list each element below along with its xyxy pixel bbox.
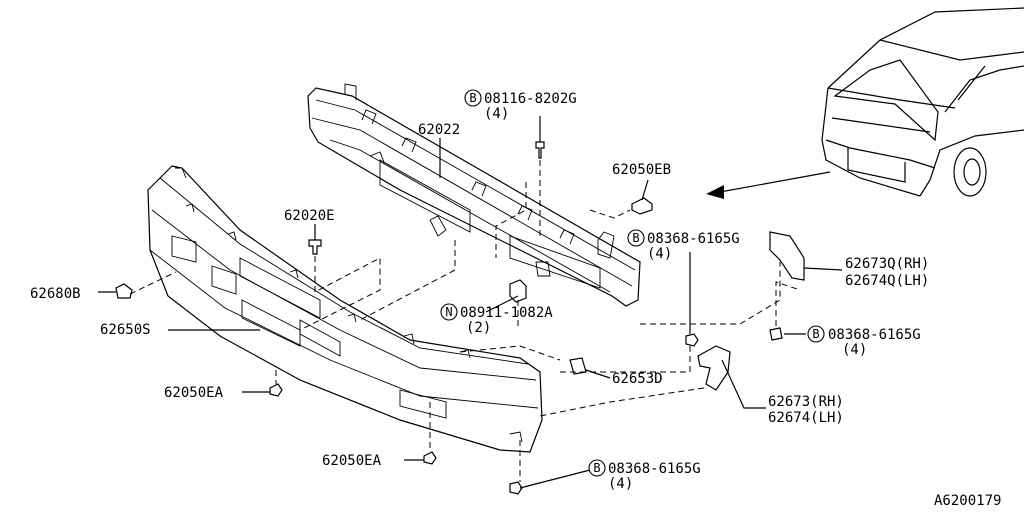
bumper-reinforcement [307,83,641,307]
label-clip-b: 62680B [30,286,81,302]
label-retainer-e: 62020E [284,208,335,224]
label-nut-qty: (2) [466,320,491,336]
bumper-fascia [147,165,543,453]
label-bolt-right: 08368-6165G [828,327,921,343]
label-clip-ea-2: 62050EA [322,453,382,469]
label-nut: 08911-1082A [460,305,553,321]
prefix-circles: B B N B B [440,89,825,477]
label-bolt-right-qty: (4) [842,342,867,358]
label-fascia: 62650S [100,322,151,338]
direction-arrow [706,171,831,199]
small-parts [115,141,805,495]
prefix-b-bottom: B [593,461,600,475]
prefix-n-nut: N [445,305,452,319]
label-bracket-q-lh: 62674Q(LH) [845,273,929,289]
prefix-b-mid: B [632,231,639,245]
label-cover: 62653D [612,371,663,387]
prefix-b-top: B [469,91,476,105]
label-bolt-bottom-qty: (4) [608,476,633,492]
label-bolt-bottom: 08368-6165G [608,461,701,477]
label-bolt-mid: 08368-6165G [647,231,740,247]
label-bracket-q-rh: 62673Q(RH) [845,256,929,272]
vehicle-inset [821,7,1024,197]
label-bracket-rh: 62673(RH) [768,394,844,410]
label-clip-ea-1: 62050EA [164,385,224,401]
prefix-b-right: B [812,327,819,341]
diagram-id: A6200179 [934,493,1001,509]
label-bolt-top: 08116-8202G [484,91,577,107]
label-bracket-lh: 62674(LH) [768,410,844,426]
label-bolt-mid-qty: (4) [647,246,672,262]
leader-lines [98,116,843,489]
label-reinforcement: 62022 [418,122,460,138]
label-clip-eb: 62050EB [612,162,671,178]
label-bolt-top-qty: (4) [484,106,509,122]
assembly-lines [129,160,801,482]
part-labels: 08116-8202G (4) 62022 62050EB 08368-6165… [30,91,1001,509]
